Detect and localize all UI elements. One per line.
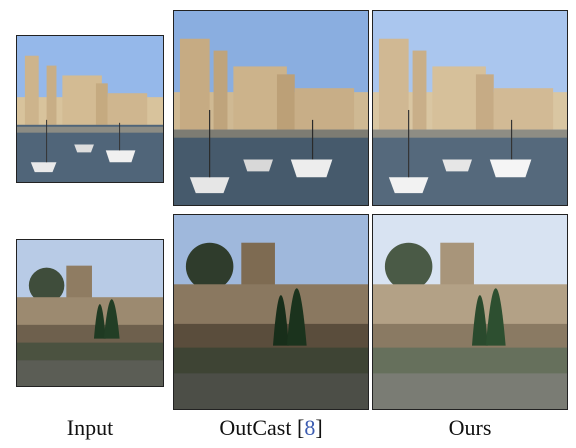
castle-outcast-image — [173, 10, 369, 206]
caption-outcast-suffix: ] — [315, 415, 323, 440]
caption-ours-text: Ours — [448, 415, 492, 440]
caption-outcast-text: OutCast [ — [219, 415, 305, 440]
caption-input: Input — [16, 413, 164, 443]
caption-ours: Ours — [372, 413, 568, 443]
caption-input-text: Input — [66, 415, 114, 440]
castle-ours-image — [372, 10, 568, 206]
cloister-outcast-image — [173, 214, 369, 410]
cloister-ours-image — [372, 214, 568, 410]
citation-link[interactable]: 8 — [304, 415, 316, 440]
castle-input-image — [16, 35, 164, 183]
caption-outcast: OutCast [8] — [173, 413, 369, 443]
cloister-input-image — [16, 239, 164, 387]
